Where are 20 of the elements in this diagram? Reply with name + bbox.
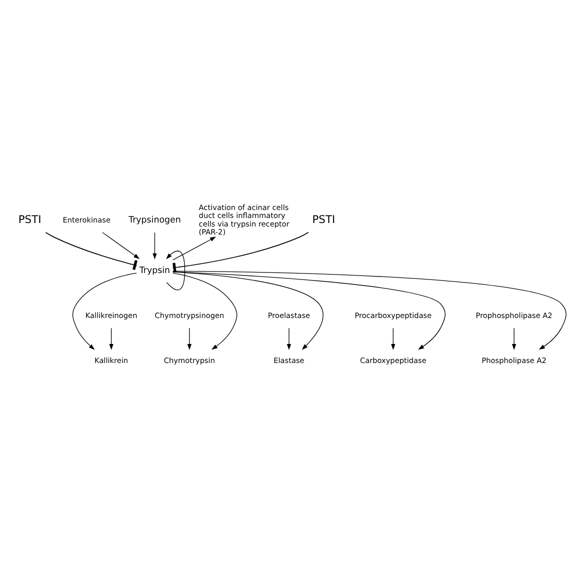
connector <box>172 232 309 273</box>
arrow <box>72 272 137 350</box>
arrow <box>172 270 566 350</box>
arrow <box>512 328 516 350</box>
arrow <box>152 232 157 260</box>
node-text: Trypsinogen <box>128 216 181 226</box>
arrow <box>172 272 446 350</box>
node-text: PSTI <box>312 212 336 226</box>
connector <box>45 232 138 270</box>
node-text: Trypsin <box>139 266 170 276</box>
arrow <box>187 328 192 350</box>
arrow <box>172 236 216 260</box>
arrow <box>391 328 396 350</box>
node-text: PSTI <box>18 212 42 226</box>
arrow <box>172 272 238 350</box>
arrow <box>286 328 292 350</box>
arrow <box>166 250 186 290</box>
arrow <box>109 328 114 350</box>
arrow <box>102 232 140 260</box>
arrow <box>172 272 324 350</box>
